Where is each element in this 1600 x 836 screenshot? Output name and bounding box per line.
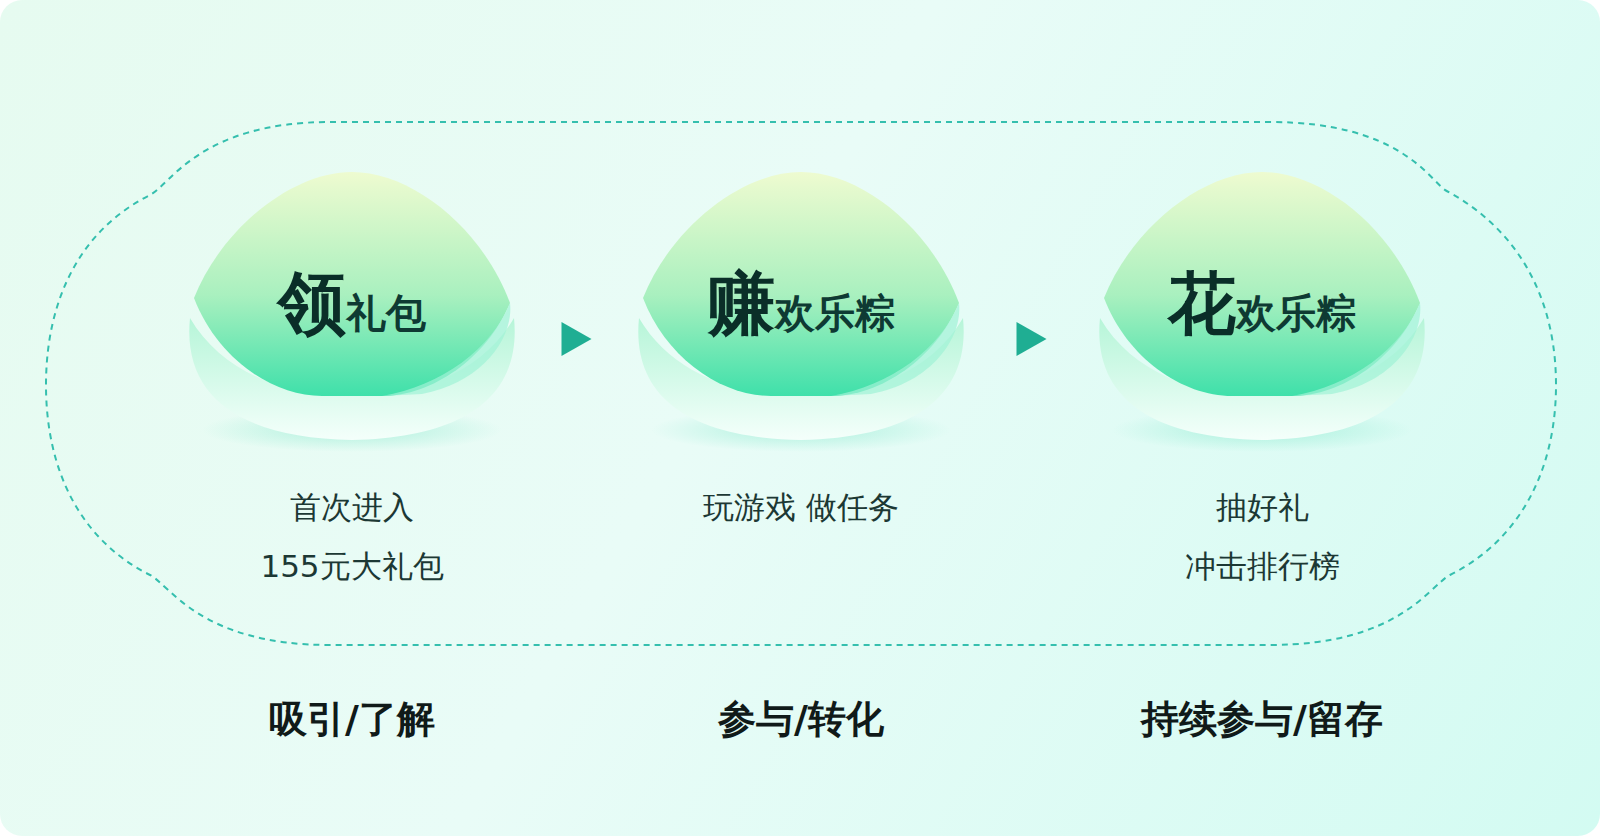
flow-arrow bbox=[562, 322, 592, 356]
flow-arrow bbox=[1017, 322, 1047, 356]
stage-title: 赚欢乐粽 bbox=[631, 263, 971, 345]
stage-goal-label: 参与/转化 bbox=[591, 694, 1011, 745]
stage-description: 玩游戏 做任务 bbox=[681, 478, 921, 537]
stage-title: 花欢乐粽 bbox=[1092, 263, 1432, 345]
stage-title: 领礼包 bbox=[182, 263, 522, 345]
arrow-head bbox=[562, 322, 592, 356]
stage-node: 花欢乐粽抽好礼 冲击排行榜 bbox=[1092, 168, 1432, 608]
stage-goal-label: 持续参与/留存 bbox=[1052, 694, 1472, 745]
stage-description: 首次进入 155元大礼包 bbox=[232, 478, 472, 596]
stage-node: 领礼包首次进入 155元大礼包 bbox=[182, 168, 522, 608]
arrow-head bbox=[1017, 322, 1047, 356]
stage-goal-label: 吸引/了解 bbox=[142, 694, 562, 745]
stage-description: 抽好礼 冲击排行榜 bbox=[1142, 478, 1382, 596]
stage-node: 赚欢乐粽玩游戏 做任务 bbox=[631, 168, 971, 608]
